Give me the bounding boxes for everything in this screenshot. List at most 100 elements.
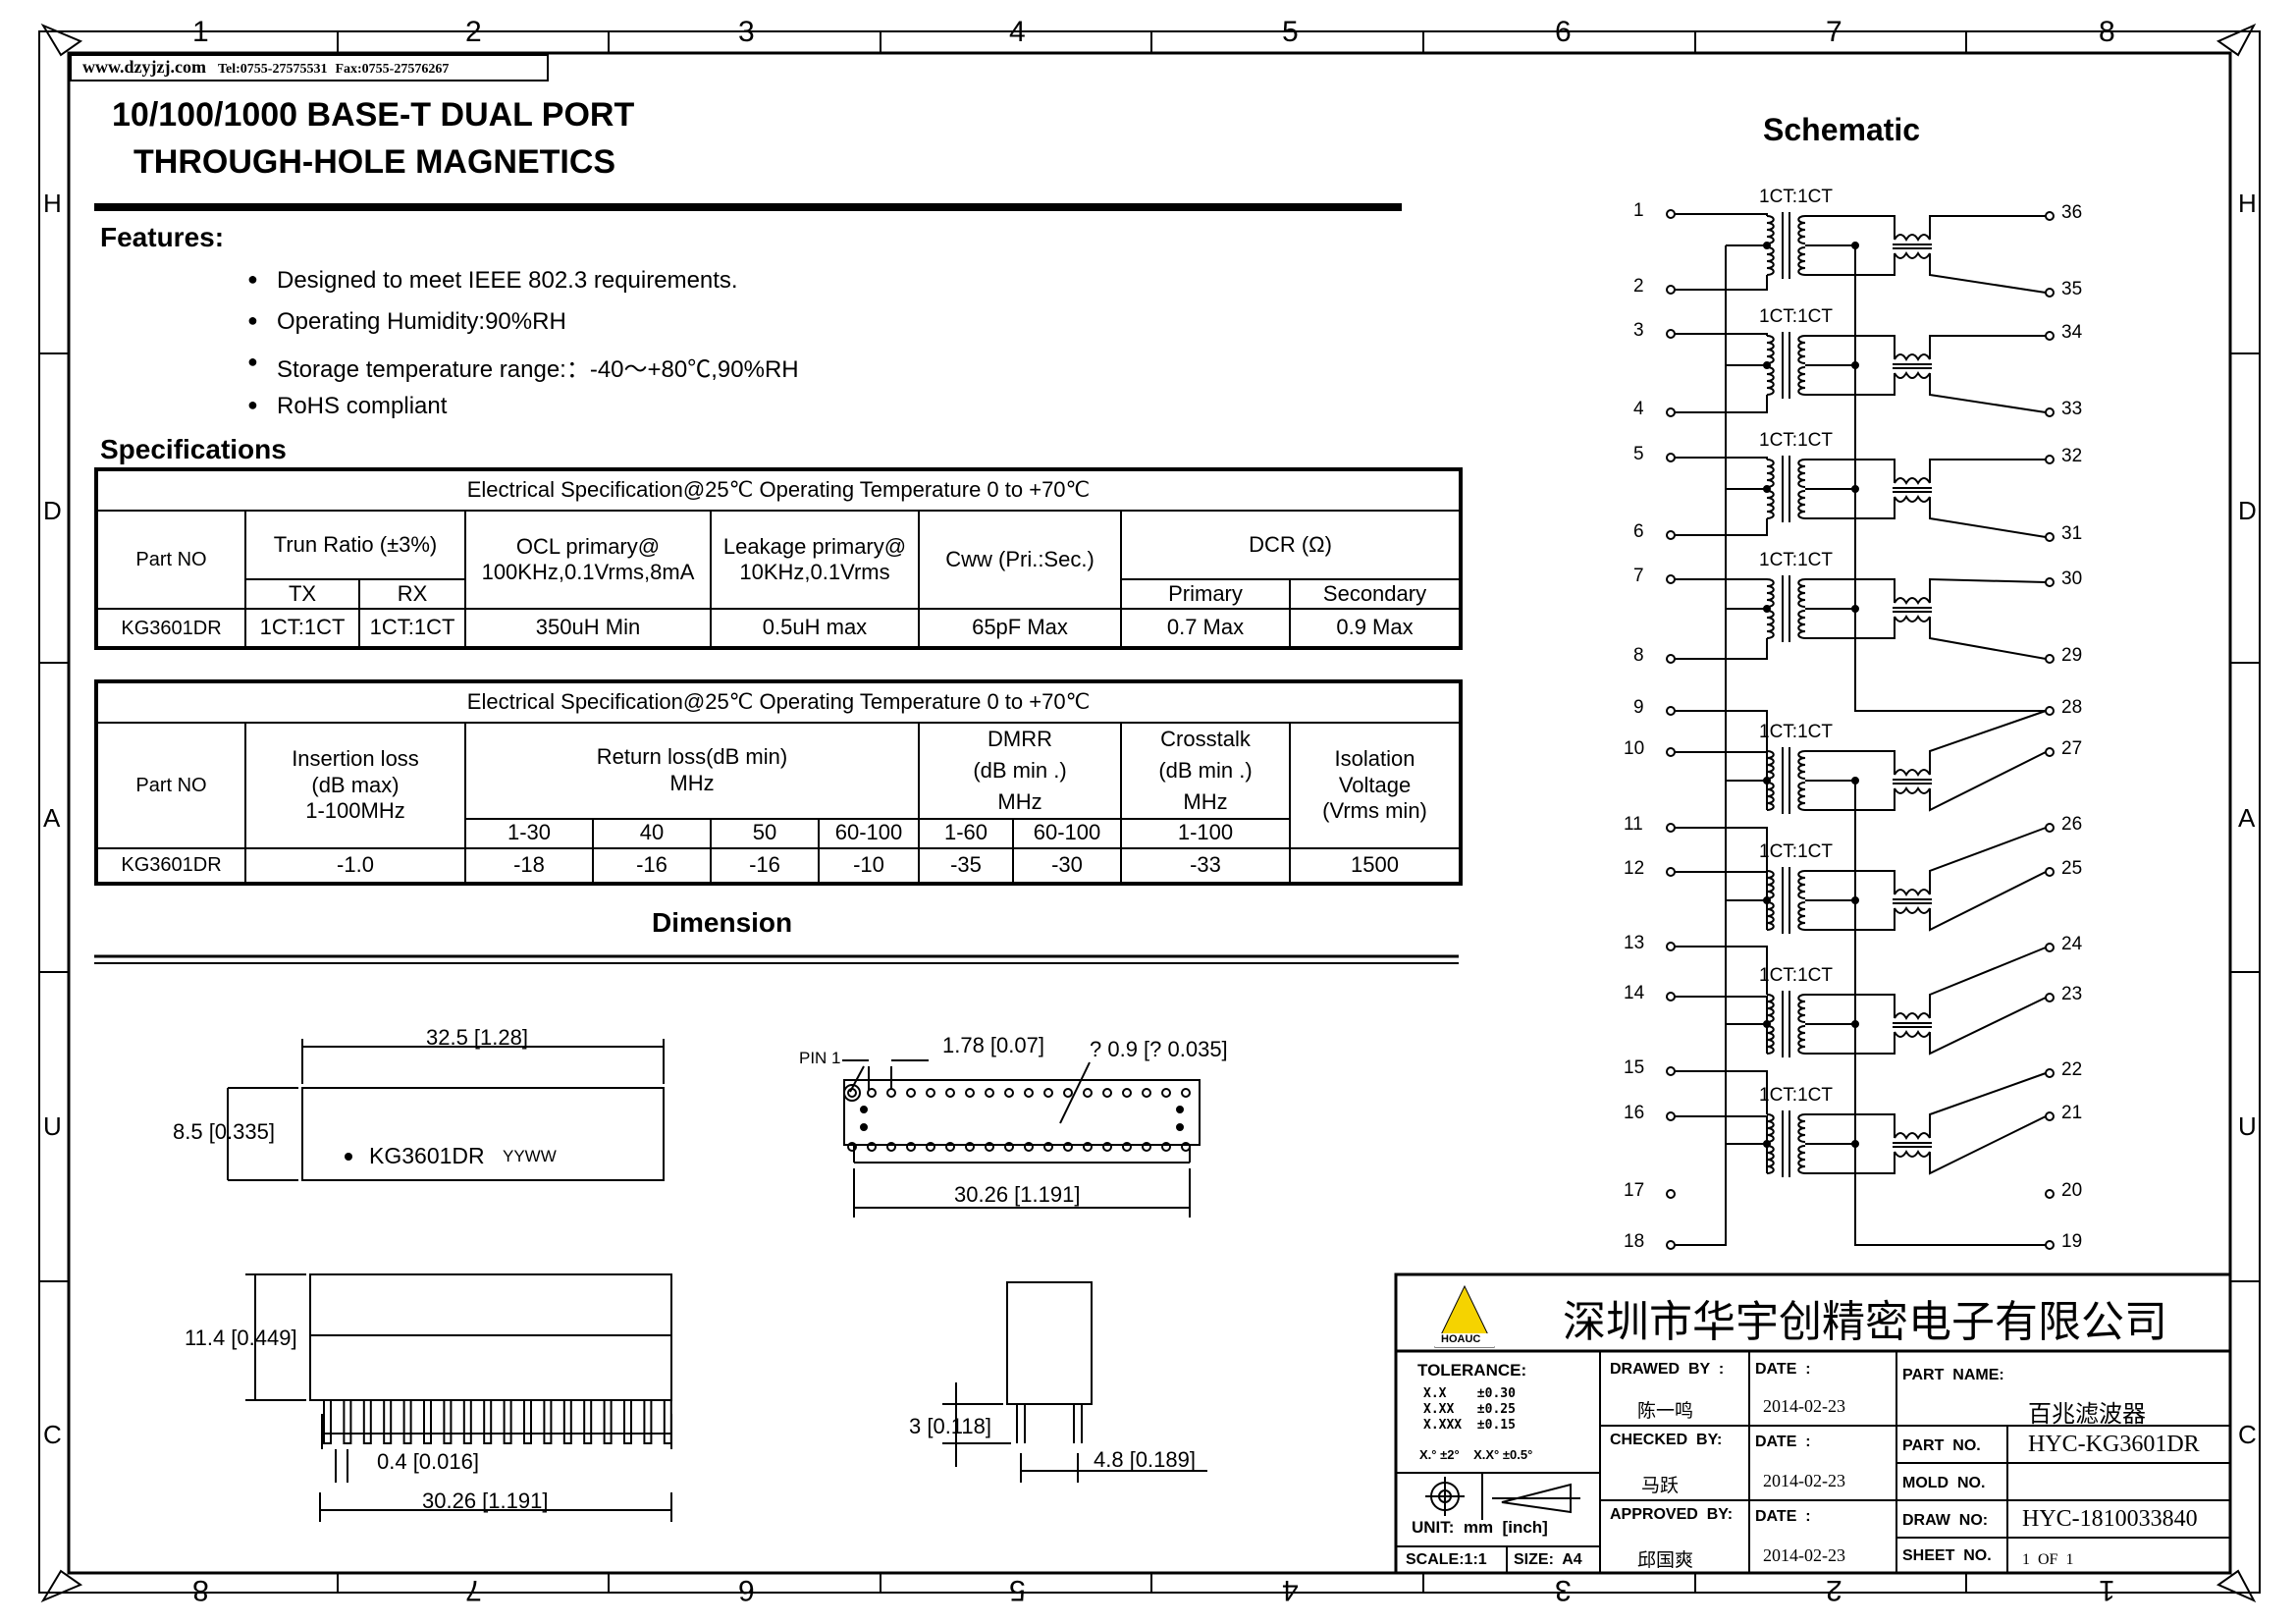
checked-by-label: CHECKED BY:	[1610, 1432, 1723, 1448]
header-cww: Cww (Pri.:Sec.)	[918, 510, 1122, 610]
pin-hole	[945, 1142, 955, 1152]
pin-hole	[867, 1142, 877, 1152]
wire	[1675, 275, 1768, 291]
secondary-winding	[1797, 870, 1806, 899]
wire	[1929, 373, 2047, 413]
pin-lead	[343, 1399, 352, 1444]
primary-winding	[1766, 246, 1775, 276]
zone-number: 8	[2099, 16, 2115, 48]
part-no-value: HYC-KG3601DR	[2028, 1432, 2200, 1457]
pin-number-right: 35	[2061, 279, 2083, 299]
terminal	[1666, 1240, 1676, 1250]
table-cell: 1CT:1CT	[244, 608, 360, 649]
dimension-heading: Dimension	[652, 907, 793, 938]
terminal	[2045, 288, 2055, 298]
zone-letter: A	[2238, 803, 2256, 833]
tolerance-line: X.XXX ±0.15	[1423, 1418, 1516, 1433]
hole-dot	[1176, 1123, 1184, 1131]
secondary-winding	[1797, 459, 1806, 488]
pin-number-left: 2	[1633, 276, 1644, 297]
zone-letter: C	[2238, 1420, 2257, 1449]
wire	[1805, 908, 1896, 931]
terminal	[1666, 1189, 1676, 1199]
header-line: MHz	[669, 770, 715, 795]
secondary-winding	[1797, 578, 1806, 608]
terminal	[2045, 993, 2055, 1002]
terminal	[1666, 574, 1676, 584]
zone-number: 1	[192, 16, 209, 48]
choke-winding	[1894, 371, 1931, 379]
table-cell: 0.7 Max	[1120, 608, 1291, 649]
pin-hole	[1004, 1142, 1014, 1152]
feature-item: Designed to meet IEEE 802.3 requirements…	[247, 267, 738, 295]
header-line: Return loss(dB min)	[596, 744, 788, 770]
pin-hole	[1122, 1142, 1132, 1152]
pin-number-left: 3	[1633, 320, 1644, 341]
secondary-winding	[1797, 901, 1806, 931]
header-line: (dB min .)	[973, 757, 1067, 783]
header-line: Isolation	[1334, 746, 1415, 772]
part-name-value: 百兆滤波器	[2028, 1402, 2146, 1428]
pin-lead	[402, 1399, 412, 1444]
date-label: DATE :	[1755, 1434, 1811, 1450]
choke-winding	[1894, 786, 1931, 794]
pin1-marker-dot	[345, 1153, 352, 1161]
choke-winding	[1894, 251, 1931, 259]
pin-number-left: 1	[1633, 200, 1644, 221]
wire	[1805, 215, 1896, 240]
wire	[1805, 788, 1896, 811]
pin-hole	[965, 1142, 975, 1152]
choke-winding	[1894, 477, 1931, 485]
right-zone-letters: H D A U C	[2238, 0, 2262, 1624]
header-line: (dB max)	[311, 772, 400, 797]
tolerance-label: TOLERANCE:	[1417, 1361, 1527, 1380]
pin-number-left: 8	[1633, 645, 1644, 666]
pin-hole	[1043, 1142, 1053, 1152]
zone-number: 3	[1555, 1574, 1572, 1606]
table-cell: -35	[918, 846, 1014, 885]
wire	[1805, 1152, 1896, 1174]
header-tx: TX	[244, 578, 360, 610]
table-cell: 0.5uH max	[710, 608, 920, 649]
terminal	[1666, 1111, 1676, 1121]
pin-hole	[847, 1088, 857, 1098]
wire	[1675, 827, 1768, 871]
pin-lead	[623, 1399, 632, 1444]
wire	[1929, 947, 2047, 1018]
pin-hole	[1063, 1088, 1073, 1098]
pin-number-right: 28	[2061, 697, 2083, 718]
wire	[1805, 750, 1896, 775]
drawn-by-label: DRAWED BY :	[1610, 1361, 1725, 1378]
pin-number-left: 9	[1633, 697, 1644, 718]
header-line: DMRR	[988, 727, 1052, 751]
scale-label: SCALE:1:1	[1406, 1551, 1487, 1568]
sub-header: 40	[592, 817, 712, 849]
secondary-winding	[1797, 215, 1806, 244]
wire	[1675, 213, 1768, 216]
secondary-winding	[1797, 610, 1806, 639]
table-cell: 1CT:1CT	[358, 608, 466, 649]
pin-lead	[643, 1399, 653, 1444]
wire	[1929, 751, 2047, 812]
features-heading: Features:	[100, 222, 225, 252]
date-label: DATE :	[1755, 1508, 1811, 1525]
turns-ratio-label: 1CT:1CT	[1759, 965, 1833, 986]
pin-hole	[906, 1088, 916, 1098]
sheet-no-label: SHEET NO.	[1902, 1547, 1992, 1564]
primary-winding	[1766, 366, 1775, 396]
table-cell: KG3601DR	[95, 608, 246, 649]
website-link[interactable]: www.dzyjzj.com	[82, 57, 206, 77]
header-leakage-line: 10KHz,0.1Vrms	[739, 560, 890, 584]
zone-letter: D	[2238, 496, 2257, 525]
header-line: MHz	[997, 788, 1042, 814]
header-line: Crosstalk	[1160, 727, 1251, 751]
terminal	[1666, 654, 1676, 664]
zone-number: 1	[2099, 1574, 2115, 1606]
pin-number-left: 16	[1624, 1103, 1645, 1123]
sub-header: 1-60	[918, 817, 1014, 849]
checked-by-name: 马跃	[1641, 1476, 1680, 1496]
choke-winding	[1894, 597, 1931, 605]
turns-ratio-label: 1CT:1CT	[1759, 722, 1833, 742]
secondary-winding	[1797, 782, 1806, 811]
sub-header: 1-30	[464, 817, 594, 849]
